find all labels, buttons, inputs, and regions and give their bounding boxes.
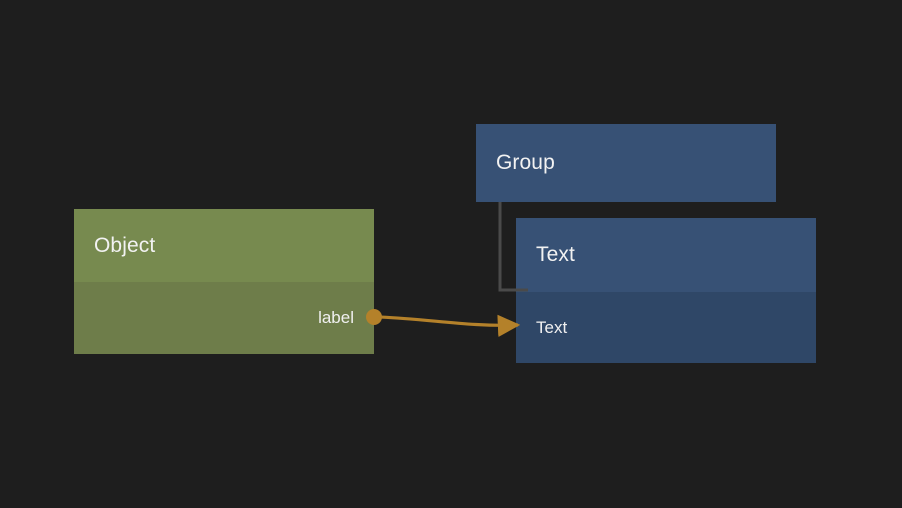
node-object-body: label [74, 282, 374, 354]
node-text-body: Text [516, 292, 816, 363]
node-text[interactable]: Text Text [516, 218, 816, 363]
node-group[interactable]: Group [476, 124, 776, 202]
node-object-row-label[interactable]: label [318, 308, 354, 327]
edge-object-label-to-text[interactable] [379, 314, 521, 338]
node-group-title: Group [476, 124, 776, 202]
node-object[interactable]: Object label [74, 209, 374, 354]
node-object-title: Object [74, 209, 374, 282]
node-text-title: Text [516, 218, 816, 292]
node-text-row-label[interactable]: Text [536, 317, 568, 337]
